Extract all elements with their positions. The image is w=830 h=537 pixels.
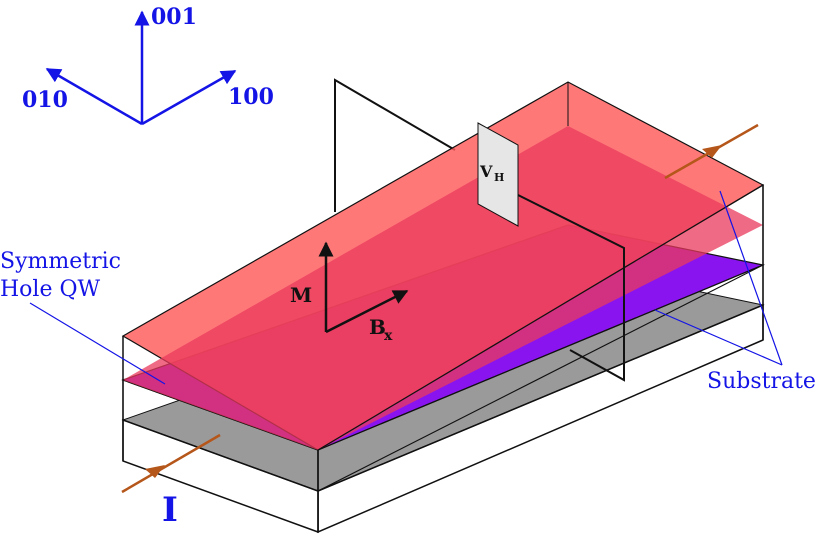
axis-100-arrow <box>141 69 237 126</box>
field-subscript: x <box>384 328 393 344</box>
axis-001-label: 001 <box>151 4 197 30</box>
hall-voltage-subscript: H <box>494 171 504 184</box>
crystal-axes: 001 010 100 <box>22 4 274 126</box>
current-in-arrow <box>121 433 221 494</box>
hall-probe-loop-front <box>517 194 625 382</box>
hall-voltage-probe: V H <box>477 122 519 227</box>
annotations: Symmetric Hole QW Substrate <box>0 190 816 394</box>
top-layer-inner-face <box>123 126 763 450</box>
field-label: B <box>369 315 386 339</box>
axis-010-arrow <box>45 67 143 126</box>
magnetization-label: M <box>290 283 312 307</box>
quantum-well-label-line1: Symmetric <box>0 249 121 274</box>
current-out-arrowhead <box>702 145 722 158</box>
quantum-well-label-line2: Hole QW <box>0 277 101 302</box>
top-layer <box>121 81 765 532</box>
hall-probe-loop-back <box>334 78 456 212</box>
axis-010-label: 010 <box>22 87 68 113</box>
current-arrows: I <box>121 123 759 530</box>
hall-voltage-plate <box>477 122 519 227</box>
current-label: I <box>162 490 178 530</box>
substrate-pointer-upper <box>719 190 783 366</box>
hall-voltage-label: V <box>479 162 493 181</box>
vector-arrows: M B x <box>290 241 409 344</box>
substrate-label: Substrate <box>707 369 816 394</box>
quantum-well-pointer <box>29 302 166 385</box>
axis-100-label: 100 <box>228 84 274 110</box>
current-in-arrowhead <box>145 465 165 478</box>
substrate-pointer-lower <box>654 309 783 366</box>
field-arrow <box>325 289 409 334</box>
